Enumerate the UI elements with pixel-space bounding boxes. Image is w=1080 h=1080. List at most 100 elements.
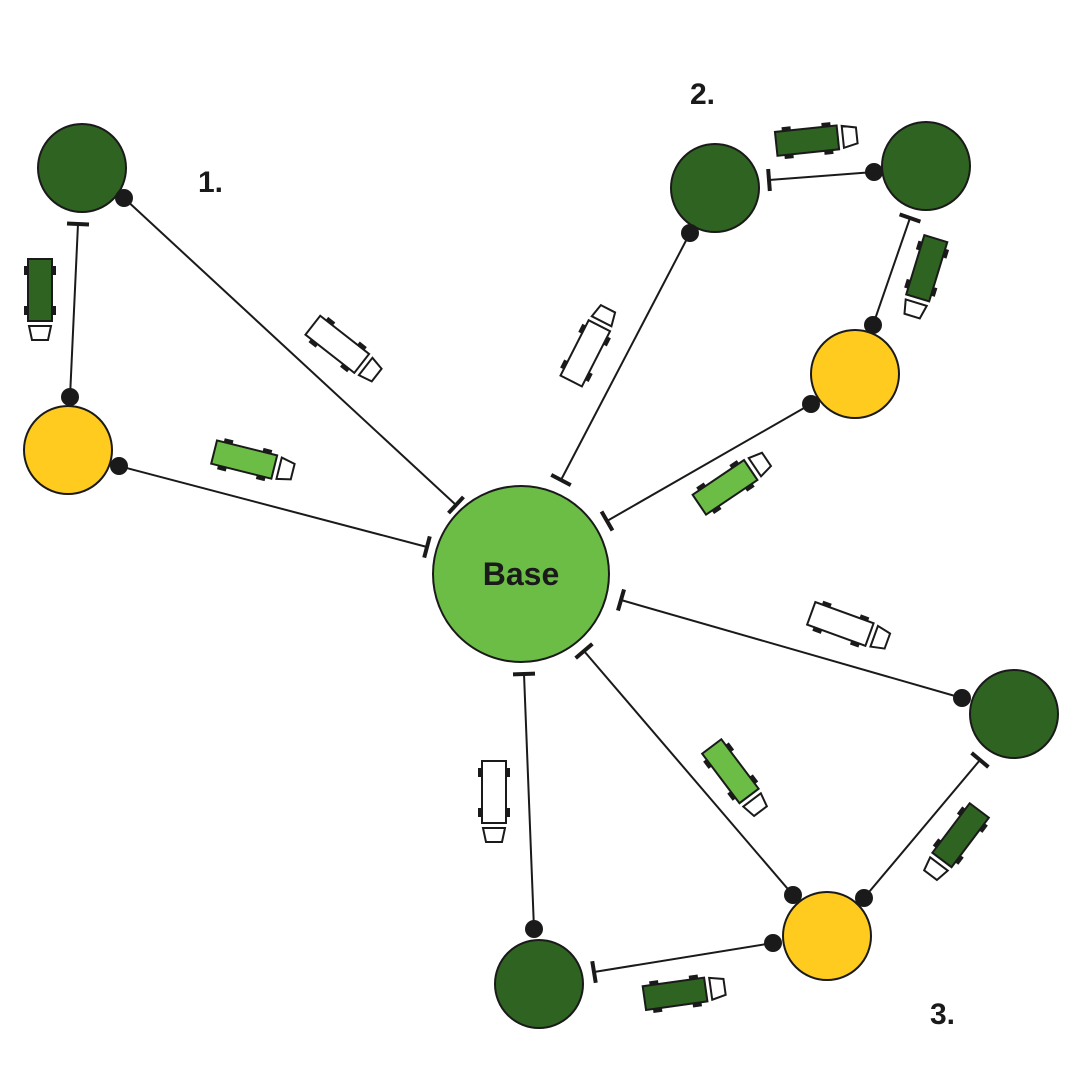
truck-wheel	[603, 336, 611, 347]
connector-dot	[525, 920, 543, 938]
group-label-1: 1.	[198, 166, 223, 199]
dark-green-truck	[641, 974, 727, 1014]
connector-dot	[855, 889, 873, 907]
dark-green-truck	[773, 122, 859, 160]
nodes	[23, 121, 1059, 1029]
connector-line	[118, 465, 428, 548]
truck-wheel	[915, 240, 923, 251]
truck-wheel	[585, 372, 593, 382]
truck-wheel	[955, 855, 964, 865]
truck-wheel	[821, 122, 831, 128]
connector-line	[768, 171, 875, 181]
dark-green-truck	[24, 258, 56, 341]
dark-green-truck	[903, 233, 950, 320]
connector-bar	[599, 510, 615, 532]
connector-bar	[574, 642, 594, 660]
truck-wheel	[727, 791, 736, 801]
truck-cab	[922, 855, 950, 882]
truck-wheel	[729, 460, 740, 469]
connector-dot	[865, 163, 883, 181]
light-green-truck	[691, 451, 773, 517]
connector-bar	[590, 960, 598, 984]
connector-line	[606, 403, 812, 522]
truck-cab	[708, 976, 727, 1002]
truck-body	[773, 124, 841, 157]
connector-dot	[681, 224, 699, 242]
truck-wheel	[942, 248, 950, 259]
truck-wheel	[262, 447, 273, 454]
connector-dot	[802, 395, 820, 413]
light-green-truck	[209, 438, 296, 482]
truck-body	[930, 801, 991, 869]
connector-line	[872, 217, 911, 326]
connector-dot	[784, 886, 802, 904]
connector-line	[593, 942, 774, 973]
connector-line	[123, 197, 457, 506]
connector-line	[863, 759, 981, 899]
truck-cab	[27, 325, 53, 341]
truck-wheel	[781, 126, 791, 132]
truck-cab	[275, 456, 296, 481]
truck-wheel	[688, 974, 699, 980]
dark-green-node	[670, 143, 760, 233]
truck-wheel	[340, 363, 350, 373]
trucks	[24, 122, 991, 1014]
light-green-truck	[700, 737, 769, 818]
labels: 1. 2. 3. Base	[198, 78, 955, 1031]
truck-cab	[590, 303, 617, 328]
truck-wheel	[24, 266, 28, 275]
connector-dot	[864, 316, 882, 334]
truck-wheel	[52, 266, 56, 275]
connector-line	[583, 650, 794, 896]
truck-wheel	[223, 438, 234, 445]
truck-wheel	[506, 768, 510, 777]
connector-bar	[970, 751, 990, 769]
truck-wheel	[692, 1002, 703, 1008]
dark-green-node	[494, 939, 584, 1029]
truck-cab	[481, 827, 507, 843]
truck-body	[641, 976, 709, 1012]
truck-wheel	[357, 341, 367, 351]
yellow-node	[23, 405, 113, 495]
connector-bar	[550, 473, 572, 487]
connector-bar	[66, 221, 90, 227]
truck-wheel	[560, 359, 568, 370]
truck-body	[27, 258, 53, 322]
truck-wheel	[849, 640, 860, 648]
truck-wheel	[932, 838, 942, 848]
connector-bar	[766, 168, 772, 192]
empty-truck	[805, 600, 892, 650]
truck-wheel	[217, 465, 227, 472]
truck-wheel	[956, 806, 966, 817]
truck-wheel	[696, 482, 706, 491]
truck-cab	[840, 124, 859, 150]
connector-line	[560, 232, 691, 481]
truck-wheel	[703, 759, 712, 769]
truck-wheel	[979, 823, 988, 833]
truck-wheel	[859, 614, 870, 622]
connector-dot	[764, 934, 782, 952]
truck-wheel	[930, 287, 938, 297]
connector-bar	[898, 212, 922, 224]
truck-wheel	[24, 306, 28, 315]
yellow-node	[810, 329, 900, 419]
truck-wheel	[649, 980, 659, 986]
truck-wheel	[711, 505, 722, 515]
truck-cab	[869, 624, 892, 650]
yellow-node	[782, 891, 872, 981]
connector-dot	[110, 457, 128, 475]
truck-cab	[741, 791, 769, 818]
truck-wheel	[745, 483, 755, 492]
connector-bar	[447, 495, 465, 515]
truck-body	[904, 233, 949, 303]
truck-body	[691, 458, 759, 517]
empty-truck	[478, 760, 510, 843]
truck-body	[559, 318, 612, 388]
edges	[69, 171, 981, 973]
connector-line	[69, 223, 79, 398]
truck-wheel	[824, 149, 834, 155]
truck-body	[209, 439, 279, 480]
connector-bar	[422, 535, 432, 559]
dark-green-node	[969, 669, 1059, 759]
truck-cab	[903, 298, 929, 320]
